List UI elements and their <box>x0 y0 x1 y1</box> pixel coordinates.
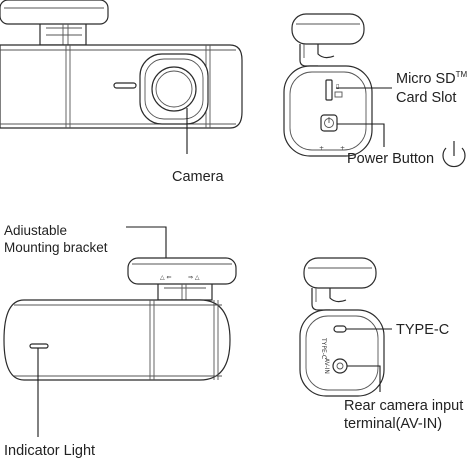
mounting-bracket-label: Mounting bracket <box>4 240 108 255</box>
lock-icon: △ ⇐ <box>160 274 172 281</box>
rear-view-camera: △ ⇐ ⇒ △ <box>3 257 237 381</box>
av-in-leader-line <box>347 365 381 392</box>
adjustable-label: Adiustable <box>4 223 67 238</box>
power-button-label: Power Button <box>347 151 434 167</box>
power-icon <box>442 141 466 168</box>
type-c-label: TYPE-C <box>396 322 449 338</box>
camera-label: Camera <box>172 169 225 185</box>
svg-text:+: + <box>340 145 345 152</box>
rear-camera-terminal-label: terminal(AV-IN) <box>344 416 442 432</box>
type-c-marking: TYPE-C <box>320 337 327 359</box>
av-in-marking: AV-IN <box>323 358 330 374</box>
indicator-light-label: Indicator Light <box>4 443 95 459</box>
rear-camera-label: Rear camera input <box>344 398 463 414</box>
bracket-leader-line <box>126 226 167 258</box>
unlock-icon: ⇒ △ <box>188 274 200 281</box>
power-leader-line <box>337 123 385 147</box>
side-view-camera-sd: ▯ + + <box>283 13 373 157</box>
camera-lens <box>139 53 209 125</box>
svg-text:+: + <box>319 145 324 152</box>
svg-text:▯: ▯ <box>336 83 339 90</box>
card-slot-label: Card Slot <box>396 90 456 106</box>
side-view-camera-ports: TYPE-C AV-IN <box>299 257 385 397</box>
micro-sd-label: Micro SDTM <box>396 70 468 87</box>
